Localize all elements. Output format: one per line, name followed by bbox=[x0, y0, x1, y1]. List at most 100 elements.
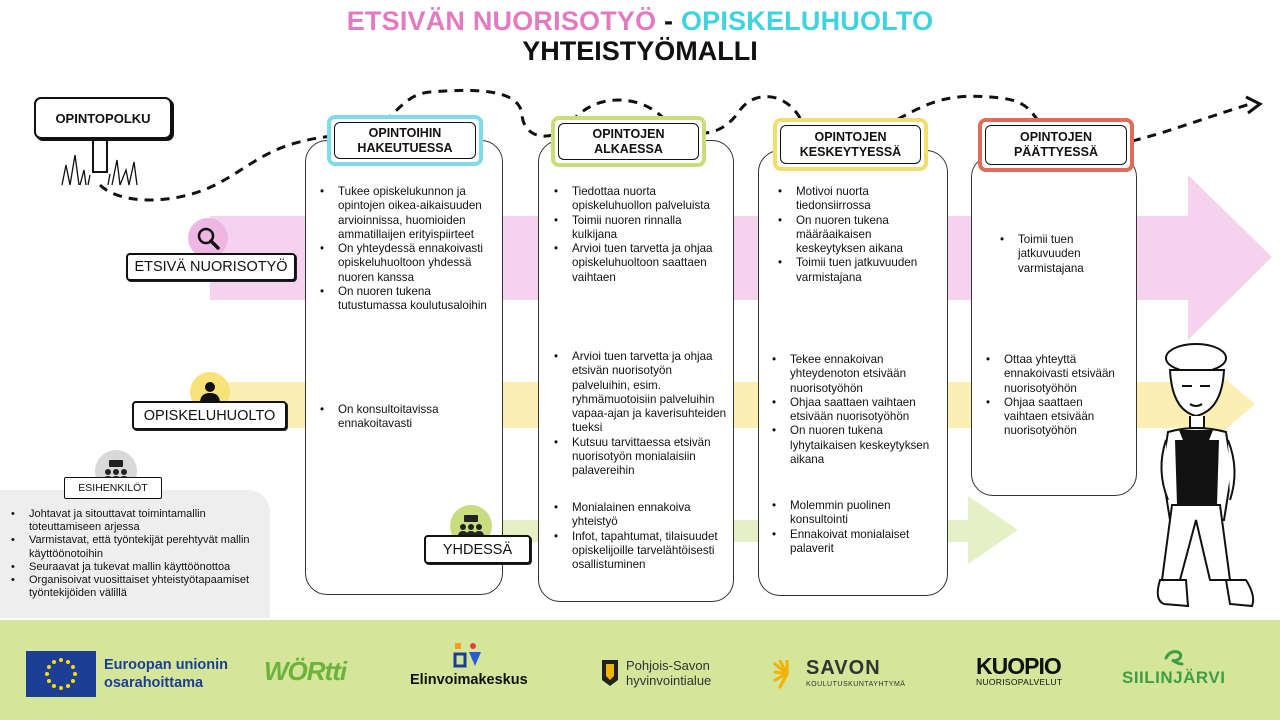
bullet-list: Monialainen ennakoiva yhteistyö Infot, t… bbox=[552, 501, 722, 572]
bullet-item: Toimii tuen jatkuvuuden varmistajana bbox=[998, 233, 1108, 276]
phase-header-label: OPINTOIHIN HAKEUTUESSA bbox=[334, 122, 476, 159]
title-separator: - bbox=[656, 6, 681, 36]
phase-header-3: OPINTOJEN KESKEYTYESSÄ bbox=[773, 118, 928, 171]
phase-header-2: OPINTOJEN ALKAESSA bbox=[551, 116, 706, 167]
bullet-item: Tiedottaa nuorta opiskeluhuollon palvelu… bbox=[552, 185, 724, 214]
bullet-list: Tukee opiskelukunnon ja opintojen oikea-… bbox=[318, 185, 490, 314]
bullet-item: Seuraavat ja tukevat mallin käyttöönotto… bbox=[6, 561, 268, 574]
footer-logo-bar: Euroopan unionin osarahoittama WÖRtti El… bbox=[0, 620, 1280, 720]
cell-alkaessa-opiskeluhuolto: Arvioi tuen tarvetta ja ohjaa etsivän nu… bbox=[552, 350, 728, 479]
bullet-item: Tukee opiskelukunnon ja opintojen oikea-… bbox=[318, 185, 490, 242]
savon-line2: KOULUTUSKUNTAYHTYMÄ bbox=[806, 681, 906, 688]
phase-header-label: OPINTOJEN PÄÄTTYESSÄ bbox=[985, 125, 1127, 165]
bullet-list: Arvioi tuen tarvetta ja ohjaa etsivän nu… bbox=[552, 350, 728, 479]
person-icon bbox=[200, 382, 220, 403]
wortti-logo: WÖRtti bbox=[264, 656, 347, 687]
bullet-item: Infot, tapahtumat, tilaisuudet opiskelij… bbox=[552, 530, 722, 573]
bullet-item: Arvioi tuen tarvetta ja ohjaa opiskeluhu… bbox=[552, 242, 724, 285]
cell-alkaessa-yhdessa: Monialainen ennakoiva yhteistyö Infot, t… bbox=[552, 501, 722, 572]
bullet-item: Toimii nuoren rinnalla kulkijana bbox=[552, 214, 724, 243]
elinvoimakeskus-logo: Elinvoimakeskus bbox=[410, 640, 528, 688]
cell-paattyessa-etsiva: Toimii tuen jatkuvuuden varmistajana bbox=[998, 233, 1108, 276]
signpost-post bbox=[92, 137, 108, 173]
main-title: ETSIVÄN NUORISOTYÖ - OPISKELUHUOLTO bbox=[0, 6, 1280, 37]
bullet-item: Monialainen ennakoiva yhteistyö bbox=[552, 501, 722, 530]
bullet-item: On yhteydessä ennakoivasti opiskeluhuolt… bbox=[318, 242, 490, 285]
magnifier-icon-badge bbox=[188, 218, 228, 258]
eu-text-line1: Euroopan unionin bbox=[104, 657, 229, 673]
student-illustration bbox=[1156, 343, 1255, 608]
phase-header-1: OPINTOIHIN HAKEUTUESSA bbox=[327, 115, 483, 166]
title-part2: OPISKELUHUOLTO bbox=[680, 6, 934, 36]
bullet-item: Motivoi nuorta tiedonsiirrossa bbox=[776, 185, 936, 214]
eu-stars-icon bbox=[45, 658, 77, 690]
savon-sun-icon bbox=[773, 660, 789, 689]
title-part1: ETSIVÄN NUORISOTYÖ bbox=[346, 6, 657, 36]
elinvoimakeskus-icon bbox=[453, 643, 481, 668]
savon-text: SAVON KOULUTUSKUNTAYHTYMÄ bbox=[806, 658, 905, 692]
bullet-item: On nuoren tukena tutustumassa koulutusal… bbox=[318, 285, 490, 314]
cell-keskeytyessa-opiskeluhuolto: Tekee ennakoivan yhteydenoton etsivään n… bbox=[770, 353, 942, 467]
signpost-label: OPINTOPOLKU bbox=[34, 97, 172, 139]
bullet-list: Tiedottaa nuorta opiskeluhuollon palvelu… bbox=[552, 185, 724, 285]
bullet-item: Johtavat ja sitouttavat toimintamallin t… bbox=[6, 508, 268, 534]
bullet-item: On nuoren tukena määräaikaisen keskeytyk… bbox=[776, 214, 936, 257]
phase-header-label: OPINTOJEN ALKAESSA bbox=[558, 123, 699, 160]
eu-text: Euroopan unionin osarahoittama bbox=[104, 656, 228, 692]
siilinjarvi-icon bbox=[1164, 650, 1184, 666]
bullet-list: Ottaa yhteyttä ennakoivasti etsivään nuo… bbox=[984, 353, 1129, 439]
bullet-item: Arvioi tuen tarvetta ja ohjaa etsivän nu… bbox=[552, 350, 728, 436]
savon-line1: SAVON bbox=[806, 657, 881, 679]
cell-keskeytyessa-yhdessa: Molemmin puolinen konsultointi Ennakoiva… bbox=[770, 499, 930, 556]
bullet-item: Ohjaa saattaen vaihtaen etsivään nuoriso… bbox=[770, 396, 942, 425]
bullet-item: Ohjaa saattaen vaihtaen etsivään nuoriso… bbox=[984, 396, 1129, 439]
cell-hakeutuessa-opiskeluhuolto: On konsultoitavissa ennakoitavasti bbox=[318, 403, 463, 432]
phase-header-label: OPINTOJEN KESKEYTYESSÄ bbox=[780, 125, 921, 164]
bullet-item: Ennakoivat monialaiset palaverit bbox=[770, 528, 930, 557]
bullet-item: Varmistavat, että työntekijät perehtyvät… bbox=[6, 534, 268, 560]
cell-alkaessa-etsiva: Tiedottaa nuorta opiskeluhuollon palvelu… bbox=[552, 185, 724, 285]
savon-logo: SAVON KOULUTUSKUNTAYHTYMÄ bbox=[772, 658, 905, 692]
magnifier-icon bbox=[197, 227, 220, 250]
cell-keskeytyessa-etsiva: Motivoi nuorta tiedonsiirrossa On nuoren… bbox=[776, 185, 936, 285]
elinvoimakeskus-text: Elinvoimakeskus bbox=[410, 672, 528, 688]
bullet-item: Kutsuu tarvittaessa etsivän nuorisotyön … bbox=[552, 436, 728, 479]
bullet-item: Toimii tuen jatkuvuuden varmistajana bbox=[776, 256, 936, 285]
dashed-path-arrowhead bbox=[1245, 95, 1263, 115]
bullet-item: On nuoren tukena lyhytaikaisen keskeytyk… bbox=[770, 424, 942, 467]
bullet-list: Toimii tuen jatkuvuuden varmistajana bbox=[998, 233, 1108, 276]
bullet-item: Ottaa yhteyttä ennakoivasti etsivään nuo… bbox=[984, 353, 1129, 396]
eu-logo: Euroopan unionin osarahoittama bbox=[26, 651, 228, 697]
bullet-list: Johtavat ja sitouttavat toimintamallin t… bbox=[6, 508, 268, 600]
row-label-yhdessa: YHDESSÄ bbox=[424, 535, 531, 564]
bullet-item: Tekee ennakoivan yhteydenoton etsivään n… bbox=[770, 353, 942, 396]
cell-hakeutuessa-etsiva: Tukee opiskelukunnon ja opintojen oikea-… bbox=[318, 185, 490, 314]
bullet-item: Molemmin puolinen konsultointi bbox=[770, 499, 930, 528]
eu-text-line2: osarahoittama bbox=[104, 675, 204, 691]
row-label-opiskeluhuolto: OPISKELUHUOLTO bbox=[132, 401, 287, 430]
esihenkilot-list: Johtavat ja sitouttavat toimintamallin t… bbox=[6, 508, 268, 600]
dashed-path bbox=[98, 88, 1251, 202]
siilinjarvi-logo: SIILINJÄRVI bbox=[1122, 648, 1225, 688]
phase-column-4 bbox=[971, 155, 1137, 496]
kuopio-line2: NUORISOPALVELUT bbox=[976, 677, 1063, 687]
pohjoissavo-icon bbox=[602, 660, 618, 686]
kuopio-logo: KUOPIO NUORISOPALVELUT bbox=[976, 653, 1063, 688]
bullet-list: Molemmin puolinen konsultointi Ennakoiva… bbox=[770, 499, 930, 556]
row-label-etsiva: ETSIVÄ NUORISOTYÖ bbox=[126, 253, 296, 281]
siilinjarvi-text: SIILINJÄRVI bbox=[1122, 668, 1226, 687]
phase-header-4: OPINTOJEN PÄÄTTYESSÄ bbox=[978, 118, 1134, 172]
cell-paattyessa-opiskeluhuolto: Ottaa yhteyttä ennakoivasti etsivään nuo… bbox=[984, 353, 1129, 439]
kuopio-line1: KUOPIO bbox=[976, 653, 1062, 679]
pohjoissavo-line2: hyvinvointialue bbox=[626, 673, 712, 688]
esihenkilot-label: ESIHENKILÖT bbox=[64, 477, 162, 499]
bullet-item: Organisoivat vuosittaiset yhteistyötapaa… bbox=[6, 574, 268, 600]
eu-flag-icon bbox=[26, 651, 96, 697]
grass-icon bbox=[61, 154, 138, 186]
bullet-item: On konsultoitavissa ennakoitavasti bbox=[318, 403, 463, 432]
bullet-list: On konsultoitavissa ennakoitavasti bbox=[318, 403, 463, 432]
bullet-list: Tekee ennakoivan yhteydenoton etsivään n… bbox=[770, 353, 942, 467]
wortti-text: WÖRtti bbox=[264, 656, 347, 686]
pohjoissavo-text: Pohjois-Savon hyvinvointialue bbox=[626, 658, 711, 688]
